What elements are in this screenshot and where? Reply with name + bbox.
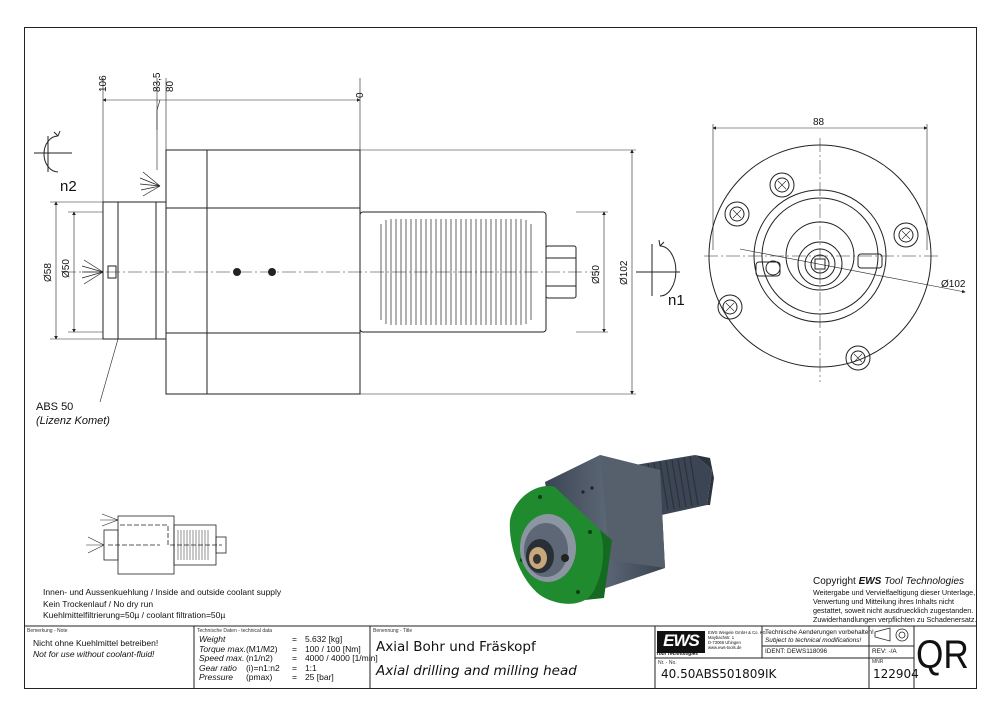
change-note-en: Subject to technical modifications! [765,637,862,644]
title-german: Axial Bohr und Fräskopf [376,639,536,655]
title-english: Axial drilling and milling head [376,663,577,679]
drive-tang [545,245,577,299]
rotation-n2-icon [34,130,72,173]
note-line: Innen- und Aussenkuehlung / Inside and o… [43,587,282,597]
note-line: Kuehlmittelfiltrierung=50µ / coolant fil… [43,610,226,620]
remark-en: Not for use without coolant-fluid! [33,649,155,659]
side-view [62,149,600,395]
side-dimensions [50,78,636,403]
title-block [24,625,977,689]
tech-label: Technische Daten - technical data [197,628,273,634]
title-label: Benennung - Title [373,628,413,634]
n2-label: n2 [60,178,77,195]
rotation-n1-icon [636,239,680,297]
coolant-spray-icon [81,171,161,285]
dim-dia-50-left: Ø50 [61,259,72,278]
copyright-notice: Copyright EWS Tool Technologies Weiterga… [813,576,977,624]
change-note-de: Technische Aenderungen vorbehalten! [765,629,874,636]
ident-field: IDENT: DEWS118096 [765,648,828,655]
part-number: 40.50ABS501809IK [661,667,777,681]
outer-flange [708,144,932,368]
note-line: Kein Trockenlauf / No dry run [43,598,154,609]
inner-ring [753,189,887,323]
coolant-schematic [86,513,227,575]
left-flange [102,201,167,340]
number-label: Nr. - No. [658,660,677,666]
drawing-frame [24,27,977,689]
qr-mark: QR [916,633,969,677]
ews-logo: EWS [657,631,705,653]
dim-80: 80 [165,80,176,92]
dim-dia-58: Ø58 [43,263,54,282]
dim-106: 106 [98,75,109,92]
dim-83-5: 83,5 [152,72,163,92]
mnr-label: MNR [872,659,884,665]
bolt-holes [717,172,919,371]
logo-subtitle: Tool Technologies [656,652,699,657]
front-dimensions [712,124,966,294]
interface-name: ABS 50 [36,401,74,413]
tool-render-3d [509,455,714,604]
revision-field: REV: -/A [872,648,897,655]
front-view [704,138,940,382]
coolant-notes: Innen- und Aussenkuehlung / Inside and o… [43,587,281,622]
dim-dia-102-side: Ø102 [619,260,630,285]
dim-dia-102-front: Ø102 [941,279,966,290]
interface-license: (Lizenz Komet) [36,415,110,427]
tech-data-table: Weight=5.632 [kg] Torque max.(M1/M2)=100… [199,634,378,683]
remark-de: Nicht ohne Kuehlmittel betreiben! [33,638,159,648]
document-number: 122904 [873,667,919,681]
n1-label: n1 [668,292,685,309]
dim-88: 88 [813,117,825,128]
remark-label: Bemerkung - Note [27,628,68,634]
company-address: EWS Weigele GmbH & Co. KG Maybachstr. 1 … [708,630,766,650]
dim-0: 0 [355,92,366,98]
serrations [380,219,532,325]
dim-dia-50-right: Ø50 [591,265,602,284]
